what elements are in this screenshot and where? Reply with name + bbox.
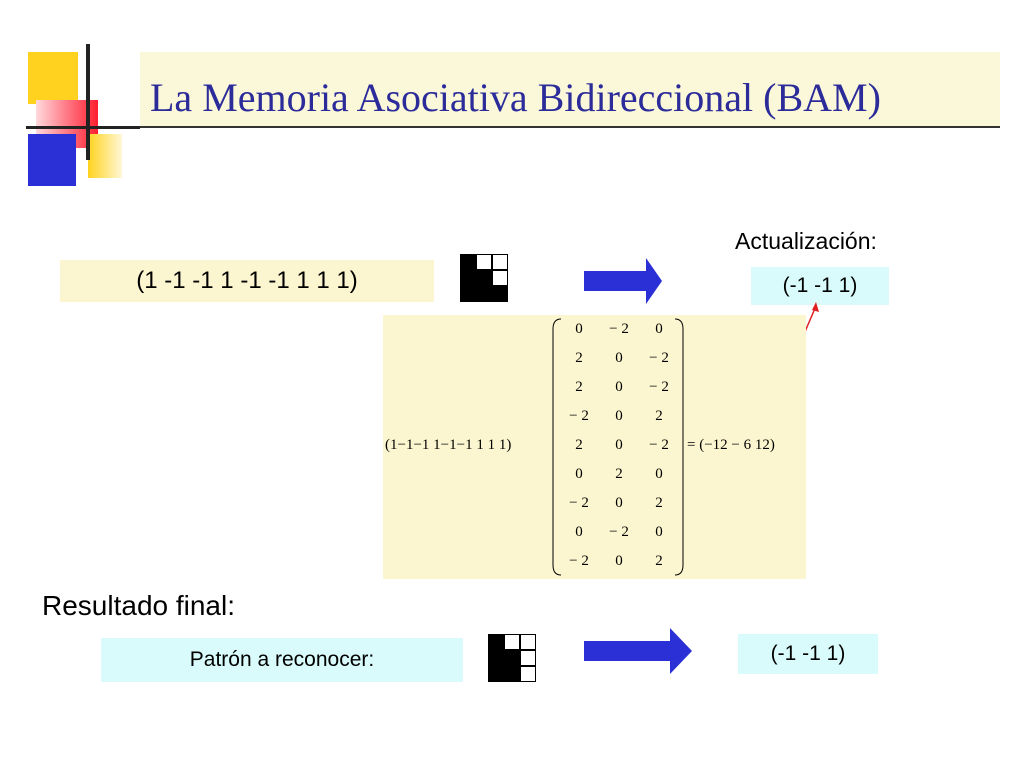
matrix-cell: − 2 — [609, 321, 629, 337]
matrix-brackets — [552, 318, 684, 576]
matrix-cell: 0 — [655, 524, 663, 540]
input-vector-box: (1 -1 -1 1 -1 -1 1 1 1) — [60, 260, 434, 302]
matrix-cell: 0 — [615, 495, 623, 511]
title-rule — [140, 126, 1000, 128]
matrix-cell: 0 — [575, 321, 583, 337]
grid-cell — [520, 650, 536, 666]
matrix-cell: 0 — [575, 466, 583, 482]
page-title: La Memoria Asociativa Bidireccional (BAM… — [150, 75, 881, 120]
title-bar — [140, 52, 1000, 126]
deco-yellow-square — [28, 52, 78, 104]
matrix-cell: − 2 — [649, 437, 669, 453]
grid-cell — [476, 286, 492, 302]
right-arrow-icon — [584, 258, 662, 304]
deco-horizontal-line — [26, 126, 140, 129]
matrix-cell: 2 — [615, 466, 623, 482]
grid-cell — [460, 270, 476, 286]
grid-cell — [492, 286, 508, 302]
grid-cell — [504, 666, 520, 682]
grid-cell — [492, 270, 508, 286]
final-pattern-grid — [488, 634, 536, 682]
matrix-cell: 0 — [615, 350, 623, 366]
pattern-to-recognize-box: Patrón a reconocer: — [101, 638, 463, 682]
matrix-cell: 2 — [575, 350, 583, 366]
matrix-cell: 2 — [575, 379, 583, 395]
matrix-cell: 0 — [575, 524, 583, 540]
deco-blue-square — [28, 134, 76, 186]
final-result-title: Resultado final: — [42, 590, 236, 621]
matrix-cell: − 2 — [609, 524, 629, 540]
matrix-cell: 2 — [575, 437, 583, 453]
matrix-cell: − 2 — [569, 553, 589, 569]
matrix-cell: − 2 — [569, 495, 589, 511]
grid-cell — [520, 634, 536, 650]
right-arrow-icon — [584, 628, 692, 674]
matrix-cell: 2 — [655, 408, 663, 424]
matrix-equation: (1−1−1 1−1−1 1 1 1) 0 − 2 0 2 0 − 2 2 0 − 2 − 2 0 2… — [383, 315, 806, 579]
equation-result: = (−12 − 6 12) — [687, 437, 775, 453]
matrix-cell: 0 — [655, 321, 663, 337]
input-pattern-grid — [460, 254, 508, 302]
final-result-box: (-1 -1 1) — [738, 634, 878, 674]
grid-cell — [476, 270, 492, 286]
grid-cell — [460, 254, 476, 270]
grid-cell — [504, 634, 520, 650]
grid-cell — [460, 286, 476, 302]
matrix-cell: 0 — [615, 408, 623, 424]
deco-yellow-gradient — [88, 134, 122, 178]
update-result-box: (-1 -1 1) — [751, 267, 889, 305]
matrix-cell: − 2 — [649, 350, 669, 366]
matrix-cell: − 2 — [569, 408, 589, 424]
row-vector: (1−1−1 1−1−1 1 1 1) — [385, 437, 512, 453]
grid-cell — [492, 254, 508, 270]
grid-cell — [488, 666, 504, 682]
grid-cell — [504, 650, 520, 666]
matrix-cell: − 2 — [649, 379, 669, 395]
grid-cell — [476, 254, 492, 270]
matrix-cell: 0 — [615, 437, 623, 453]
grid-cell — [488, 634, 504, 650]
deco-vertical-line — [86, 44, 90, 160]
grid-cell — [488, 650, 504, 666]
grid-cell — [520, 666, 536, 682]
matrix-cell: 2 — [655, 495, 663, 511]
matrix-cells: 0 − 2 0 2 0 − 2 2 0 − 2 − 2 0 2 2 0 − 2 0 2 0 − 2 0 2 0 − 2 0 − … — [383, 315, 806, 579]
matrix-cell: 2 — [655, 553, 663, 569]
matrix-cell: 0 — [615, 553, 623, 569]
update-label: Actualización: — [735, 228, 877, 254]
matrix-cell: 0 — [655, 466, 663, 482]
matrix-cell: 0 — [615, 379, 623, 395]
